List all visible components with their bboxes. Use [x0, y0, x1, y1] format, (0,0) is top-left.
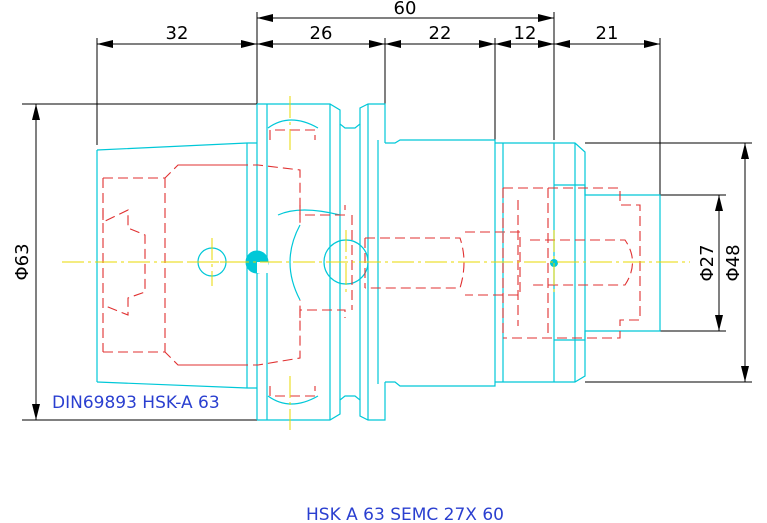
dim-32: 32: [166, 23, 189, 44]
dim-12: 12: [514, 23, 537, 44]
dim-dia-48: Φ48: [723, 244, 744, 281]
dim-dia-63: Φ63: [12, 243, 33, 280]
standard-label: DIN69893 HSK-A 63: [52, 393, 220, 413]
center-lines: [62, 96, 690, 430]
dim-22: 22: [429, 23, 452, 44]
dim-dia-27: Φ27: [697, 244, 718, 281]
hidden-lines: [102, 129, 641, 397]
dim-60: 60: [394, 0, 417, 19]
drawing-title: HSK A 63 SEMC 27X 60: [306, 505, 504, 523]
dim-21: 21: [596, 23, 619, 44]
dimension-lines: [22, 12, 752, 421]
dim-26: 26: [310, 23, 333, 44]
